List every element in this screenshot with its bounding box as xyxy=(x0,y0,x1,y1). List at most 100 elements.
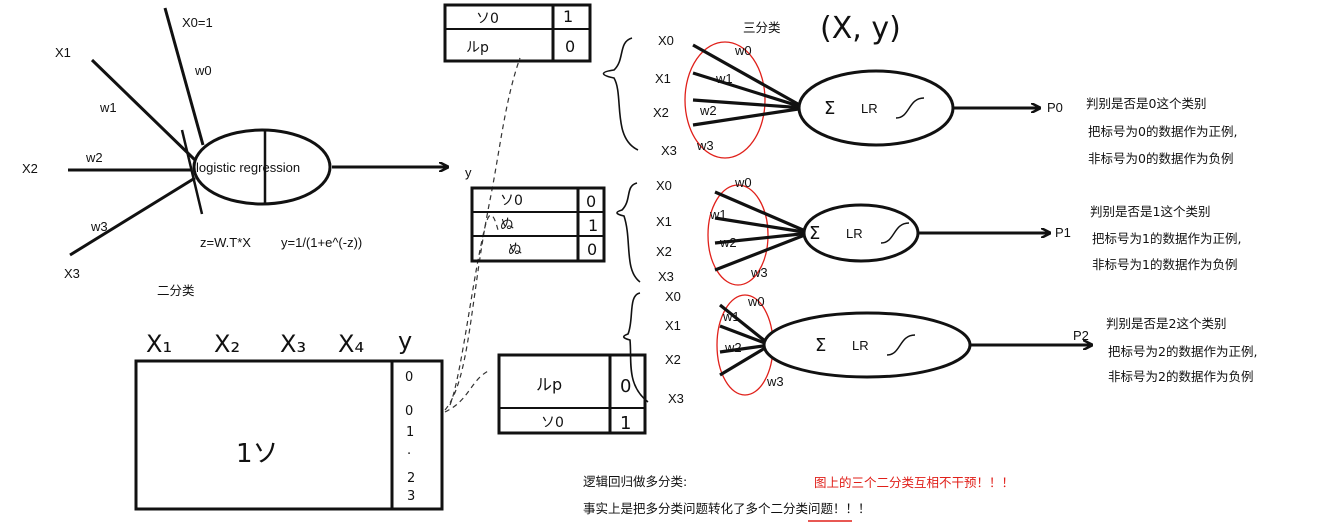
column-x4: X₄ xyxy=(338,330,364,358)
unit-0-input-label-3: X3 xyxy=(661,143,677,158)
label-mark-5: 3 xyxy=(407,489,415,504)
column-x3: X₃ xyxy=(280,330,306,358)
split-table-3 xyxy=(497,353,647,435)
unit-1-edge-1 xyxy=(714,216,811,235)
dataset-matrix xyxy=(134,359,444,511)
connector-table-2 xyxy=(449,214,499,406)
table-2-feature-0: ソ0 xyxy=(500,193,523,209)
summary-note: 图上的三个二分类互相不干预！！！ xyxy=(814,475,1014,490)
unit-0-edge-0 xyxy=(692,43,806,110)
table-3-feature-1: ソ0 xyxy=(541,415,564,431)
table-3-feature-0: ルp xyxy=(536,375,562,394)
unit-0-sum-symbol: Σ xyxy=(824,98,835,119)
table-2-feature-2: ぬ xyxy=(508,242,522,258)
multiclass-title: 三分类 xyxy=(743,20,781,35)
unit-2-desc-line-0: 判别是否是2这个类别 xyxy=(1106,316,1226,331)
weight-w0-label: w0 xyxy=(194,63,212,78)
unit-2-output-label: P2 xyxy=(1073,328,1089,343)
connector-table-1 xyxy=(444,57,521,411)
split-connectors xyxy=(444,57,521,413)
table-2-feature-1: ぬ xyxy=(500,217,514,233)
weight-w3-label: w3 xyxy=(90,219,108,234)
formula-y: y=1/(1+e^(-z)) xyxy=(281,235,362,250)
unit-2-input-label-3: X3 xyxy=(668,391,684,406)
unit-1-edge-0 xyxy=(714,190,811,235)
unit-0-weight-highlight xyxy=(684,41,766,159)
label-mark-3: · xyxy=(407,447,411,462)
unit-1-input-label-0: X0 xyxy=(656,178,672,193)
table-2-label-0: 0 xyxy=(586,192,596,211)
unit-0-desc-line-0: 判别是否是0这个类别 xyxy=(1086,96,1206,111)
unit-1-sum-symbol: Σ xyxy=(809,223,820,244)
unit-1-input-label-1: X1 xyxy=(656,214,672,229)
table-1-feature-1: ルp xyxy=(466,40,489,56)
unit-0-input-label-1: X1 xyxy=(655,71,671,86)
connector-table-3 xyxy=(444,369,491,413)
unit-1-edge-3 xyxy=(714,231,811,272)
binary-lr-group xyxy=(68,7,448,257)
brace-unit-0 xyxy=(602,37,639,151)
unit-0-desc-line-1: 把标号为0的数据作为正例, xyxy=(1088,124,1237,139)
edge-x1 xyxy=(90,58,197,162)
unit-2-weight-label-3: w3 xyxy=(766,374,784,389)
unit-1-weight-highlight xyxy=(707,184,769,286)
node-label: logistic regression xyxy=(196,160,300,175)
unit-0-weight-label-1: w1 xyxy=(715,71,733,86)
input-x3-label: X3 xyxy=(64,266,80,281)
unit-0-input-label-0: X0 xyxy=(658,33,674,48)
unit-2-desc-line-1: 把标号为2的数据作为正例, xyxy=(1108,344,1257,359)
edge-x3 xyxy=(69,176,196,257)
logistic-regression-node xyxy=(192,128,332,206)
unit-1-weight-label-0: w0 xyxy=(734,175,752,190)
table-3-label-0: 0 xyxy=(620,376,631,397)
unit-2-sigmoid-icon xyxy=(886,334,916,356)
unit-0-lr-label: LR xyxy=(861,101,878,116)
table-2-label-1: 1 xyxy=(588,216,598,235)
unit-1-desc-line-0: 判别是否是1这个类别 xyxy=(1090,204,1210,219)
unit-1-edge-2 xyxy=(714,231,811,245)
unit-2-input-label-2: X2 xyxy=(665,352,681,367)
unit-2-edge-3 xyxy=(719,343,771,377)
weight-w2-label: w2 xyxy=(85,150,103,165)
label-mark-2: 1 xyxy=(406,425,414,440)
input-x0-label: X0=1 xyxy=(182,15,213,30)
unit-2-edge-0 xyxy=(719,303,771,347)
unit-1-desc-line-1: 把标号为1的数据作为正例, xyxy=(1092,231,1241,246)
column-x1: X₁ xyxy=(146,330,172,358)
column-x2: X₂ xyxy=(214,330,240,358)
label-mark-0: 0 xyxy=(405,370,413,385)
unit-0-weight-label-0: w0 xyxy=(734,43,752,58)
unit-0-desc-line-2: 非标号为0的数据作为负例 xyxy=(1088,151,1233,166)
input-x2-label: X2 xyxy=(22,161,38,176)
dataset-group: X₁ X₂ X₃ X₄ y 1ソ 0 0 1 · 2 3 xyxy=(134,327,444,511)
unit-1-weight-label-1: w1 xyxy=(709,207,727,222)
split-table-2 xyxy=(470,186,606,263)
unit-2-input-label-0: X0 xyxy=(665,289,681,304)
braces xyxy=(602,37,649,403)
table-2-label-2: 0 xyxy=(587,240,597,259)
output-y-label: y xyxy=(465,165,472,180)
label-mark-4: 2 xyxy=(407,471,415,486)
unit-0-sigmoid-icon xyxy=(895,97,925,119)
unit-0-edge-1 xyxy=(692,71,806,110)
unit-0-output-label: P0 xyxy=(1047,100,1063,115)
unit-1-output-label: P1 xyxy=(1055,225,1071,240)
table-1-feature-0: ソ0 xyxy=(476,11,499,27)
brace-unit-1 xyxy=(616,182,641,283)
unit-0-edge-2 xyxy=(692,98,806,110)
matrix-body-mark: 1ソ xyxy=(236,439,279,469)
unit-1-lr-label: LR xyxy=(846,226,863,241)
unit-2-input-label-1: X1 xyxy=(665,318,681,333)
unit-2-edge-1 xyxy=(719,324,771,347)
summary-line-2: 事实上是把多分类问题转化了多个二分类问题！！！ xyxy=(583,501,871,516)
multiclass-title-note: (X, y) xyxy=(820,11,901,46)
unit-0-weight-label-3: w3 xyxy=(696,138,714,153)
unit-1-sigmoid-icon xyxy=(880,222,910,244)
unit-2-weight-label-1: w1 xyxy=(722,309,740,324)
unit-2-weight-label-2: w2 xyxy=(724,340,742,355)
unit-2-edge-2 xyxy=(719,343,771,354)
unit-2-weight-label-0: w0 xyxy=(747,294,765,309)
unit-1-weight-label-3: w3 xyxy=(750,265,768,280)
